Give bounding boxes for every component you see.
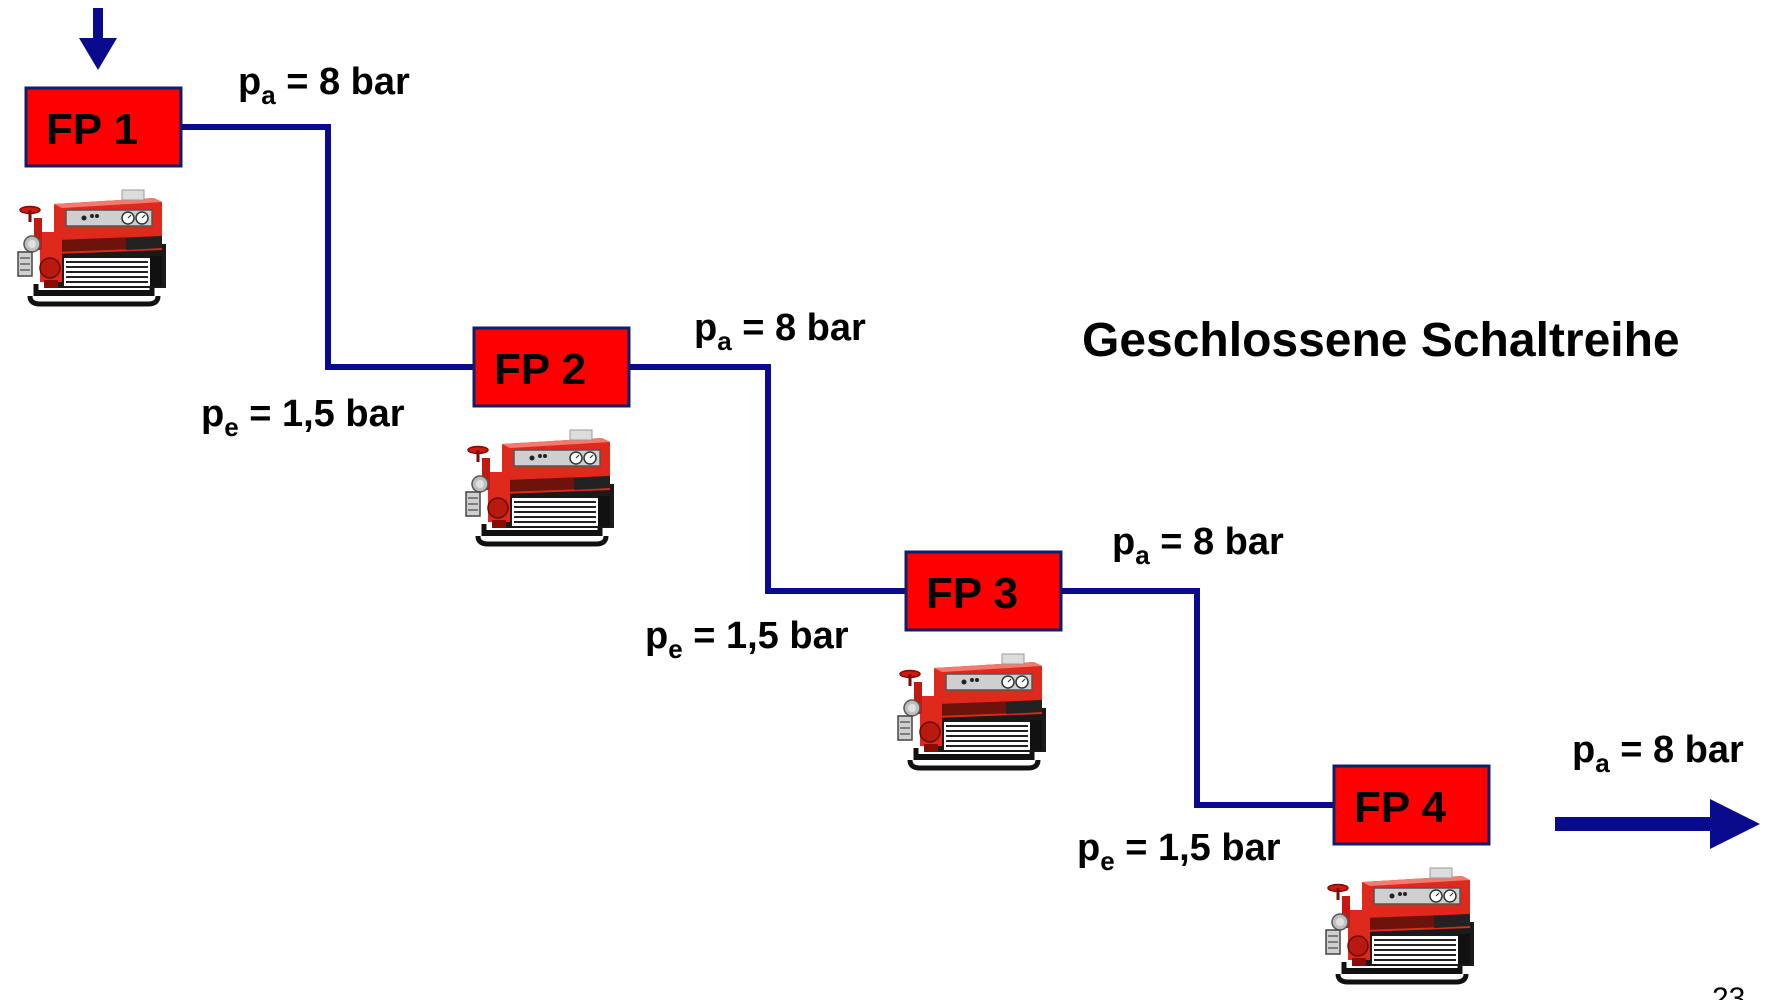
pump-box bbox=[904, 550, 1063, 632]
hose-fp1-fp2 bbox=[181, 124, 474, 370]
pump-label: FP 2 bbox=[494, 345, 586, 394]
diagram-title: Geschlossene Schaltreihe bbox=[1082, 314, 1680, 367]
arrow-right-icon bbox=[1555, 799, 1760, 849]
arrow-down-icon bbox=[79, 8, 117, 70]
pump-fp4: FP 4 bbox=[1326, 764, 1491, 982]
outlet-pressure-fp4: pa = 8 bar bbox=[1572, 729, 1744, 778]
outlet-pressure-fp3: pa = 8 bar bbox=[1112, 521, 1284, 570]
fire-pump-icon bbox=[898, 654, 1046, 768]
outlet-pressure-fp1: pa = 8 bar bbox=[238, 61, 410, 110]
pump-fp1: FP 1 bbox=[18, 86, 183, 304]
fire-pump-icon bbox=[18, 190, 166, 304]
pump-box bbox=[472, 326, 631, 408]
pump-label: FP 4 bbox=[1354, 783, 1447, 832]
hose-fp3-fp4 bbox=[1061, 588, 1334, 808]
outlet-pressure-fp2: pa = 8 bar bbox=[694, 307, 866, 356]
hose-fp2-fp3 bbox=[629, 364, 906, 594]
hose-lines bbox=[181, 124, 1334, 808]
page-number: 23 bbox=[1712, 982, 1745, 1000]
pump-box bbox=[1332, 764, 1491, 846]
pump-fp2: FP 2 bbox=[466, 326, 631, 544]
inlet-pressure-fp4: pe = 1,5 bar bbox=[1077, 827, 1281, 876]
inlet-pressure-fp2: pe = 1,5 bar bbox=[201, 393, 405, 442]
fire-pump-icon bbox=[466, 430, 614, 544]
pump-fp3: FP 3 bbox=[898, 550, 1063, 768]
inlet-pressure-fp3: pe = 1,5 bar bbox=[645, 615, 849, 664]
fire-pump-icon bbox=[1326, 868, 1474, 982]
pump-label: FP 1 bbox=[46, 105, 138, 154]
pump-box bbox=[24, 86, 183, 168]
pump-label: FP 3 bbox=[926, 569, 1018, 618]
